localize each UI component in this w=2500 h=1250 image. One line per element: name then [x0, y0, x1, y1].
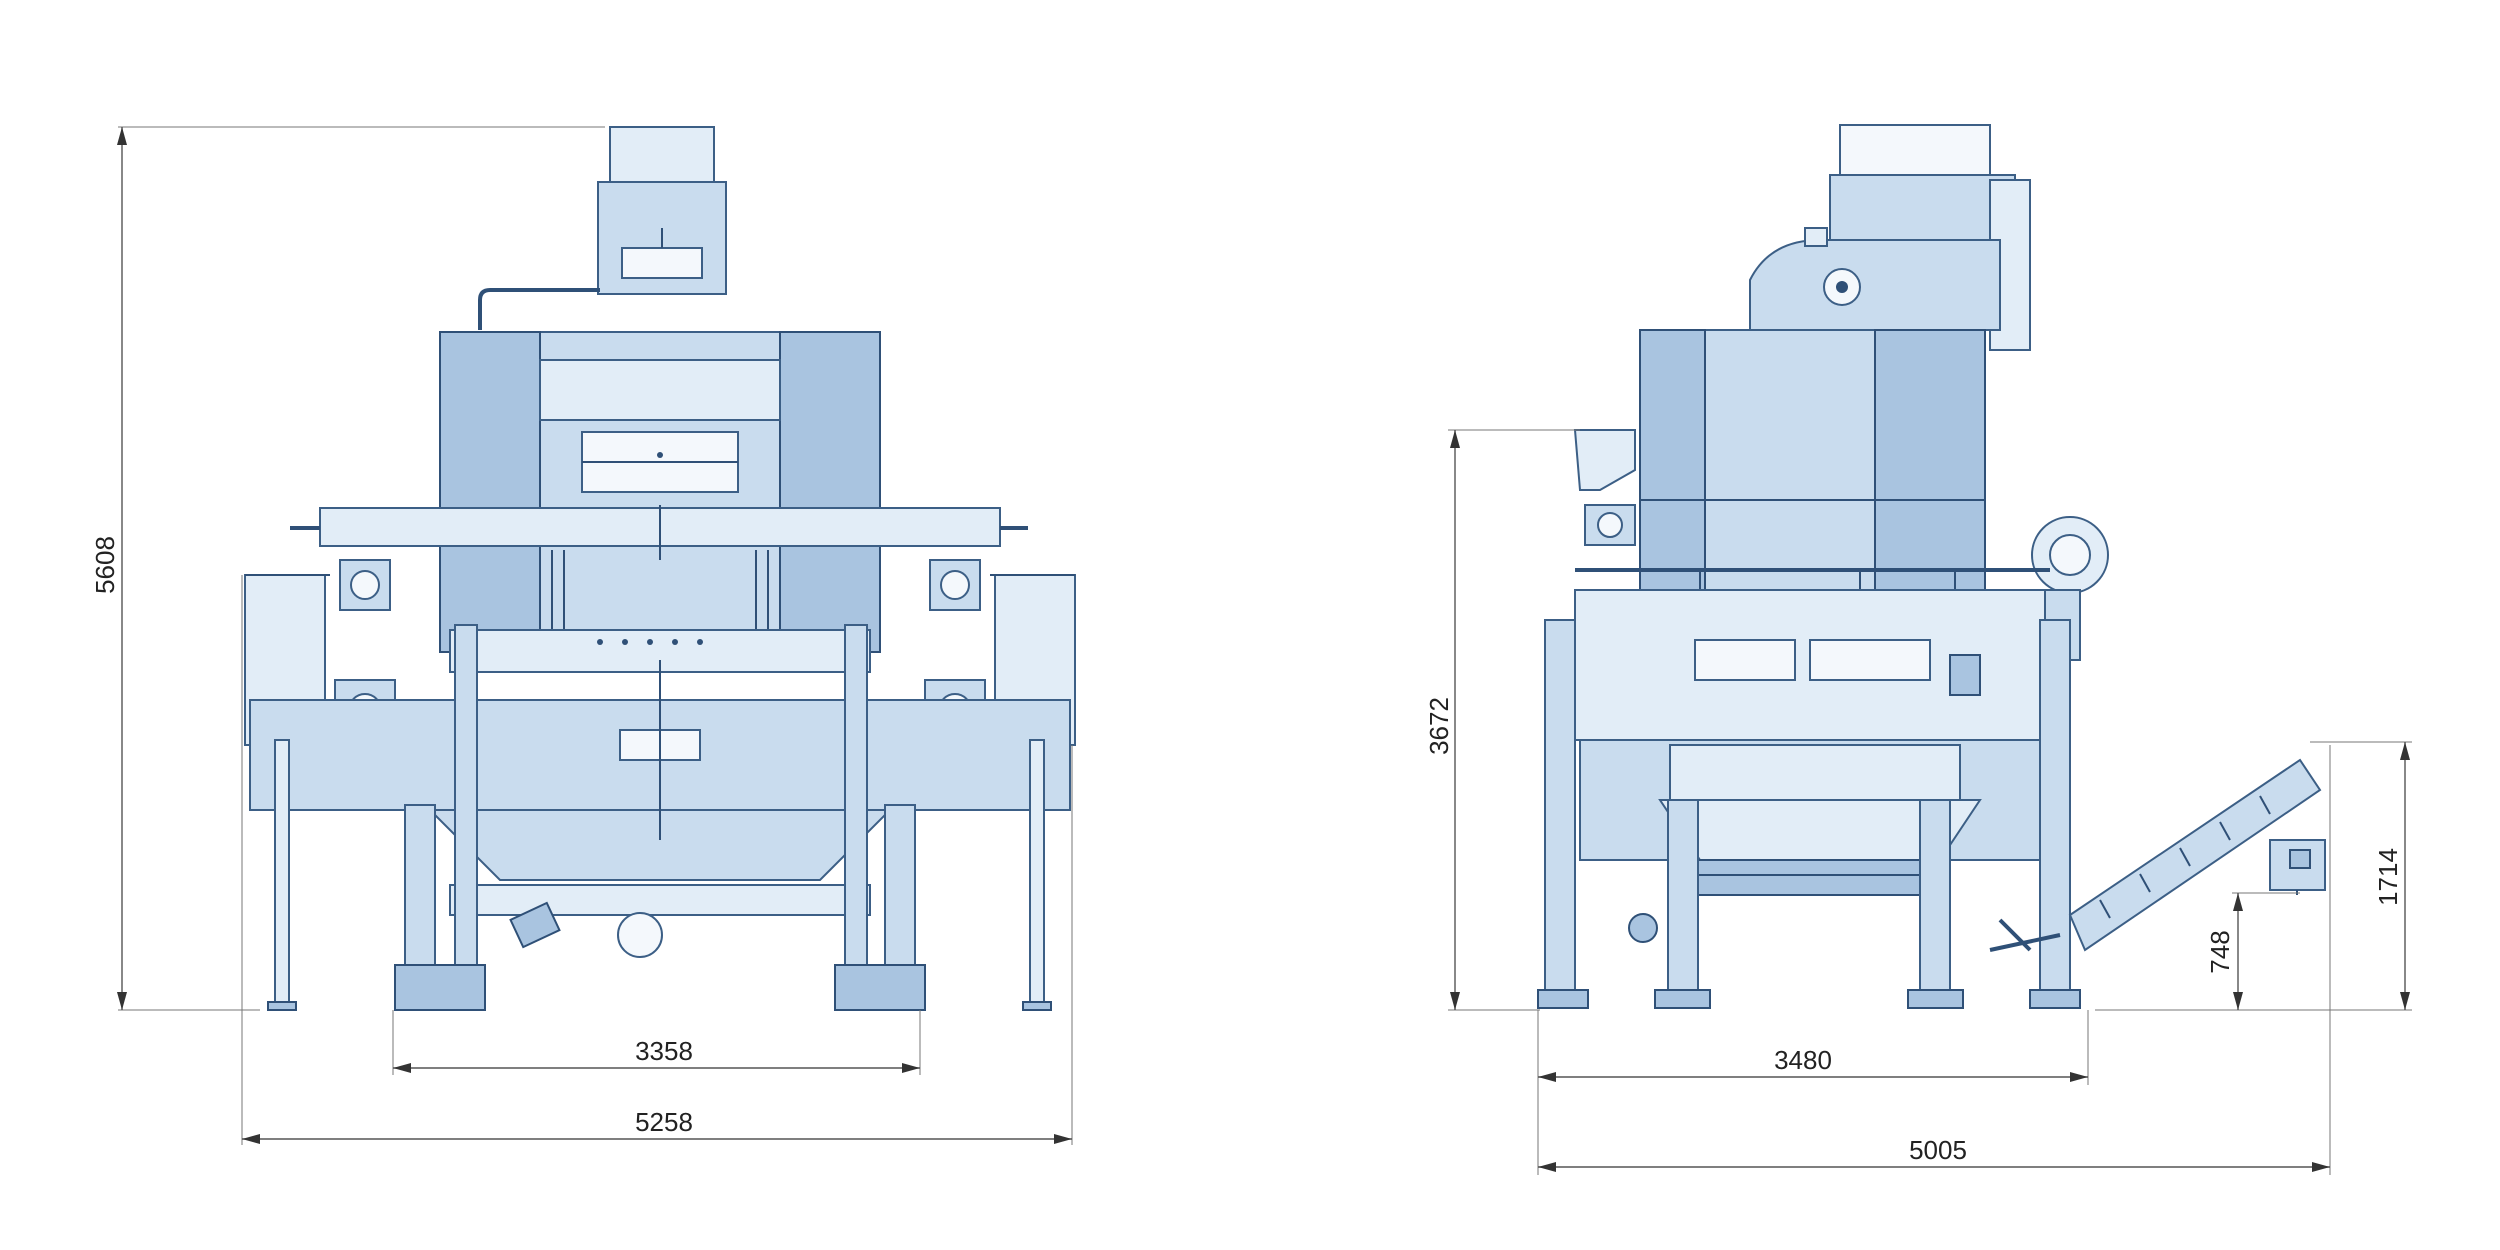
conveyor-high-label: 1714	[2373, 848, 2403, 906]
side-inner-width-label: 3480	[1774, 1045, 1832, 1075]
side-view-machine	[1537, 124, 2326, 1009]
front-inner-width-label: 3358	[635, 1036, 693, 1066]
side-outer-width-label: 5005	[1909, 1135, 1967, 1165]
side-height-label: 3672	[1424, 697, 1454, 755]
front-view-machine	[244, 126, 1076, 1011]
front-height-label: 5608	[90, 536, 120, 594]
front-outer-width-label: 5258	[635, 1107, 693, 1137]
conveyor-low-label: 748	[2205, 930, 2235, 973]
side-dimensions	[1448, 429, 2412, 1175]
front-dimensions	[117, 126, 1073, 1145]
